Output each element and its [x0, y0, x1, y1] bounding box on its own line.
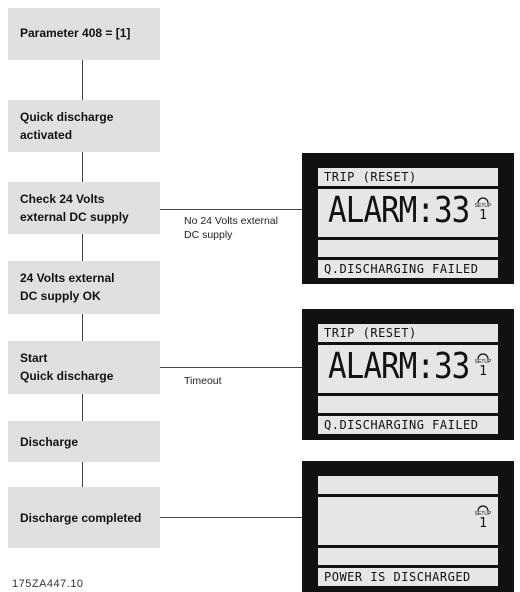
lcd-top-line: [318, 476, 498, 494]
flow-step-label: Check 24 Volts: [20, 192, 105, 206]
lcd-main-area: ALARM:33 SETUP 1: [318, 345, 498, 393]
lcd-main-area: SETUP 1: [318, 497, 498, 545]
flow-step-quick-discharge-activated: Quick discharge activated: [8, 100, 160, 152]
flow-step-label: Quick discharge: [20, 110, 114, 124]
lcd-main-area: ALARM:33 SETUP 1: [318, 189, 498, 237]
branch-timeout-line: [160, 367, 302, 368]
connector-6-7: [82, 462, 83, 487]
flow-step-label: DC supply OK: [20, 289, 101, 303]
alarm-code-text: ALARM:33: [328, 345, 470, 388]
flow-step-24v-ok: 24 Volts external DC supply OK: [8, 261, 160, 314]
alarm-code-text: ALARM:33: [328, 189, 470, 232]
connector-5-6: [82, 394, 83, 421]
lcd-blank-line: [318, 240, 498, 257]
lcd-display-alarm-2: TRIP (RESET) ALARM:33 SETUP 1 Q.DISCHARG…: [302, 309, 514, 440]
flow-step-label: Quick discharge: [20, 369, 114, 383]
flow-step-label: external DC supply: [20, 210, 129, 224]
lcd-blank-line: [318, 396, 498, 413]
lcd-top-line: TRIP (RESET): [318, 324, 498, 342]
lcd-blank-line: [318, 548, 498, 565]
setup-arc-icon: [477, 353, 489, 359]
setup-arc-icon: [477, 197, 489, 203]
setup-indicator: SETUP 1: [474, 353, 492, 379]
lcd-display-alarm-1: TRIP (RESET) ALARM:33 SETUP 1 Q.DISCHARG…: [302, 153, 514, 284]
flow-step-label: Parameter 408 = [1]: [20, 26, 131, 40]
flow-step-label: 24 Volts external: [20, 271, 115, 285]
lcd-top-line: TRIP (RESET): [318, 168, 498, 186]
flow-step-label: activated: [20, 128, 73, 142]
setup-indicator: SETUP 1: [474, 197, 492, 223]
connector-4-5: [82, 314, 83, 341]
connector-3-4: [82, 234, 83, 261]
flow-step-discharge-completed: Discharge completed: [8, 487, 160, 548]
branch-completed-line: [160, 517, 302, 518]
flow-step-parameter-408: Parameter 408 = [1]: [8, 8, 160, 60]
flow-step-check-24v: Check 24 Volts external DC supply: [8, 182, 160, 234]
flow-step-discharge: Discharge: [8, 421, 160, 462]
branch-no-supply-line: [160, 209, 302, 210]
branch-note-no-supply: No 24 Volts external DC supply: [184, 215, 278, 241]
figure-code: 175ZA447.10: [12, 578, 84, 590]
flow-step-label: Discharge completed: [20, 511, 142, 525]
lcd-bottom-line: Q.DISCHARGING FAILED: [318, 260, 498, 278]
lcd-display-discharged: SETUP 1 POWER IS DISCHARGED: [302, 461, 514, 592]
flow-step-start-quick-discharge: Start Quick discharge: [8, 341, 160, 394]
lcd-bottom-line: POWER IS DISCHARGED: [318, 568, 498, 586]
setup-indicator: SETUP 1: [474, 505, 492, 531]
connector-2-3: [82, 152, 83, 182]
connector-1-2: [82, 60, 83, 100]
branch-note-timeout: Timeout: [184, 375, 222, 387]
flow-step-label: Start: [20, 351, 48, 365]
flow-step-label: Discharge: [20, 435, 79, 449]
setup-arc-icon: [477, 505, 489, 511]
lcd-bottom-line: Q.DISCHARGING FAILED: [318, 416, 498, 434]
